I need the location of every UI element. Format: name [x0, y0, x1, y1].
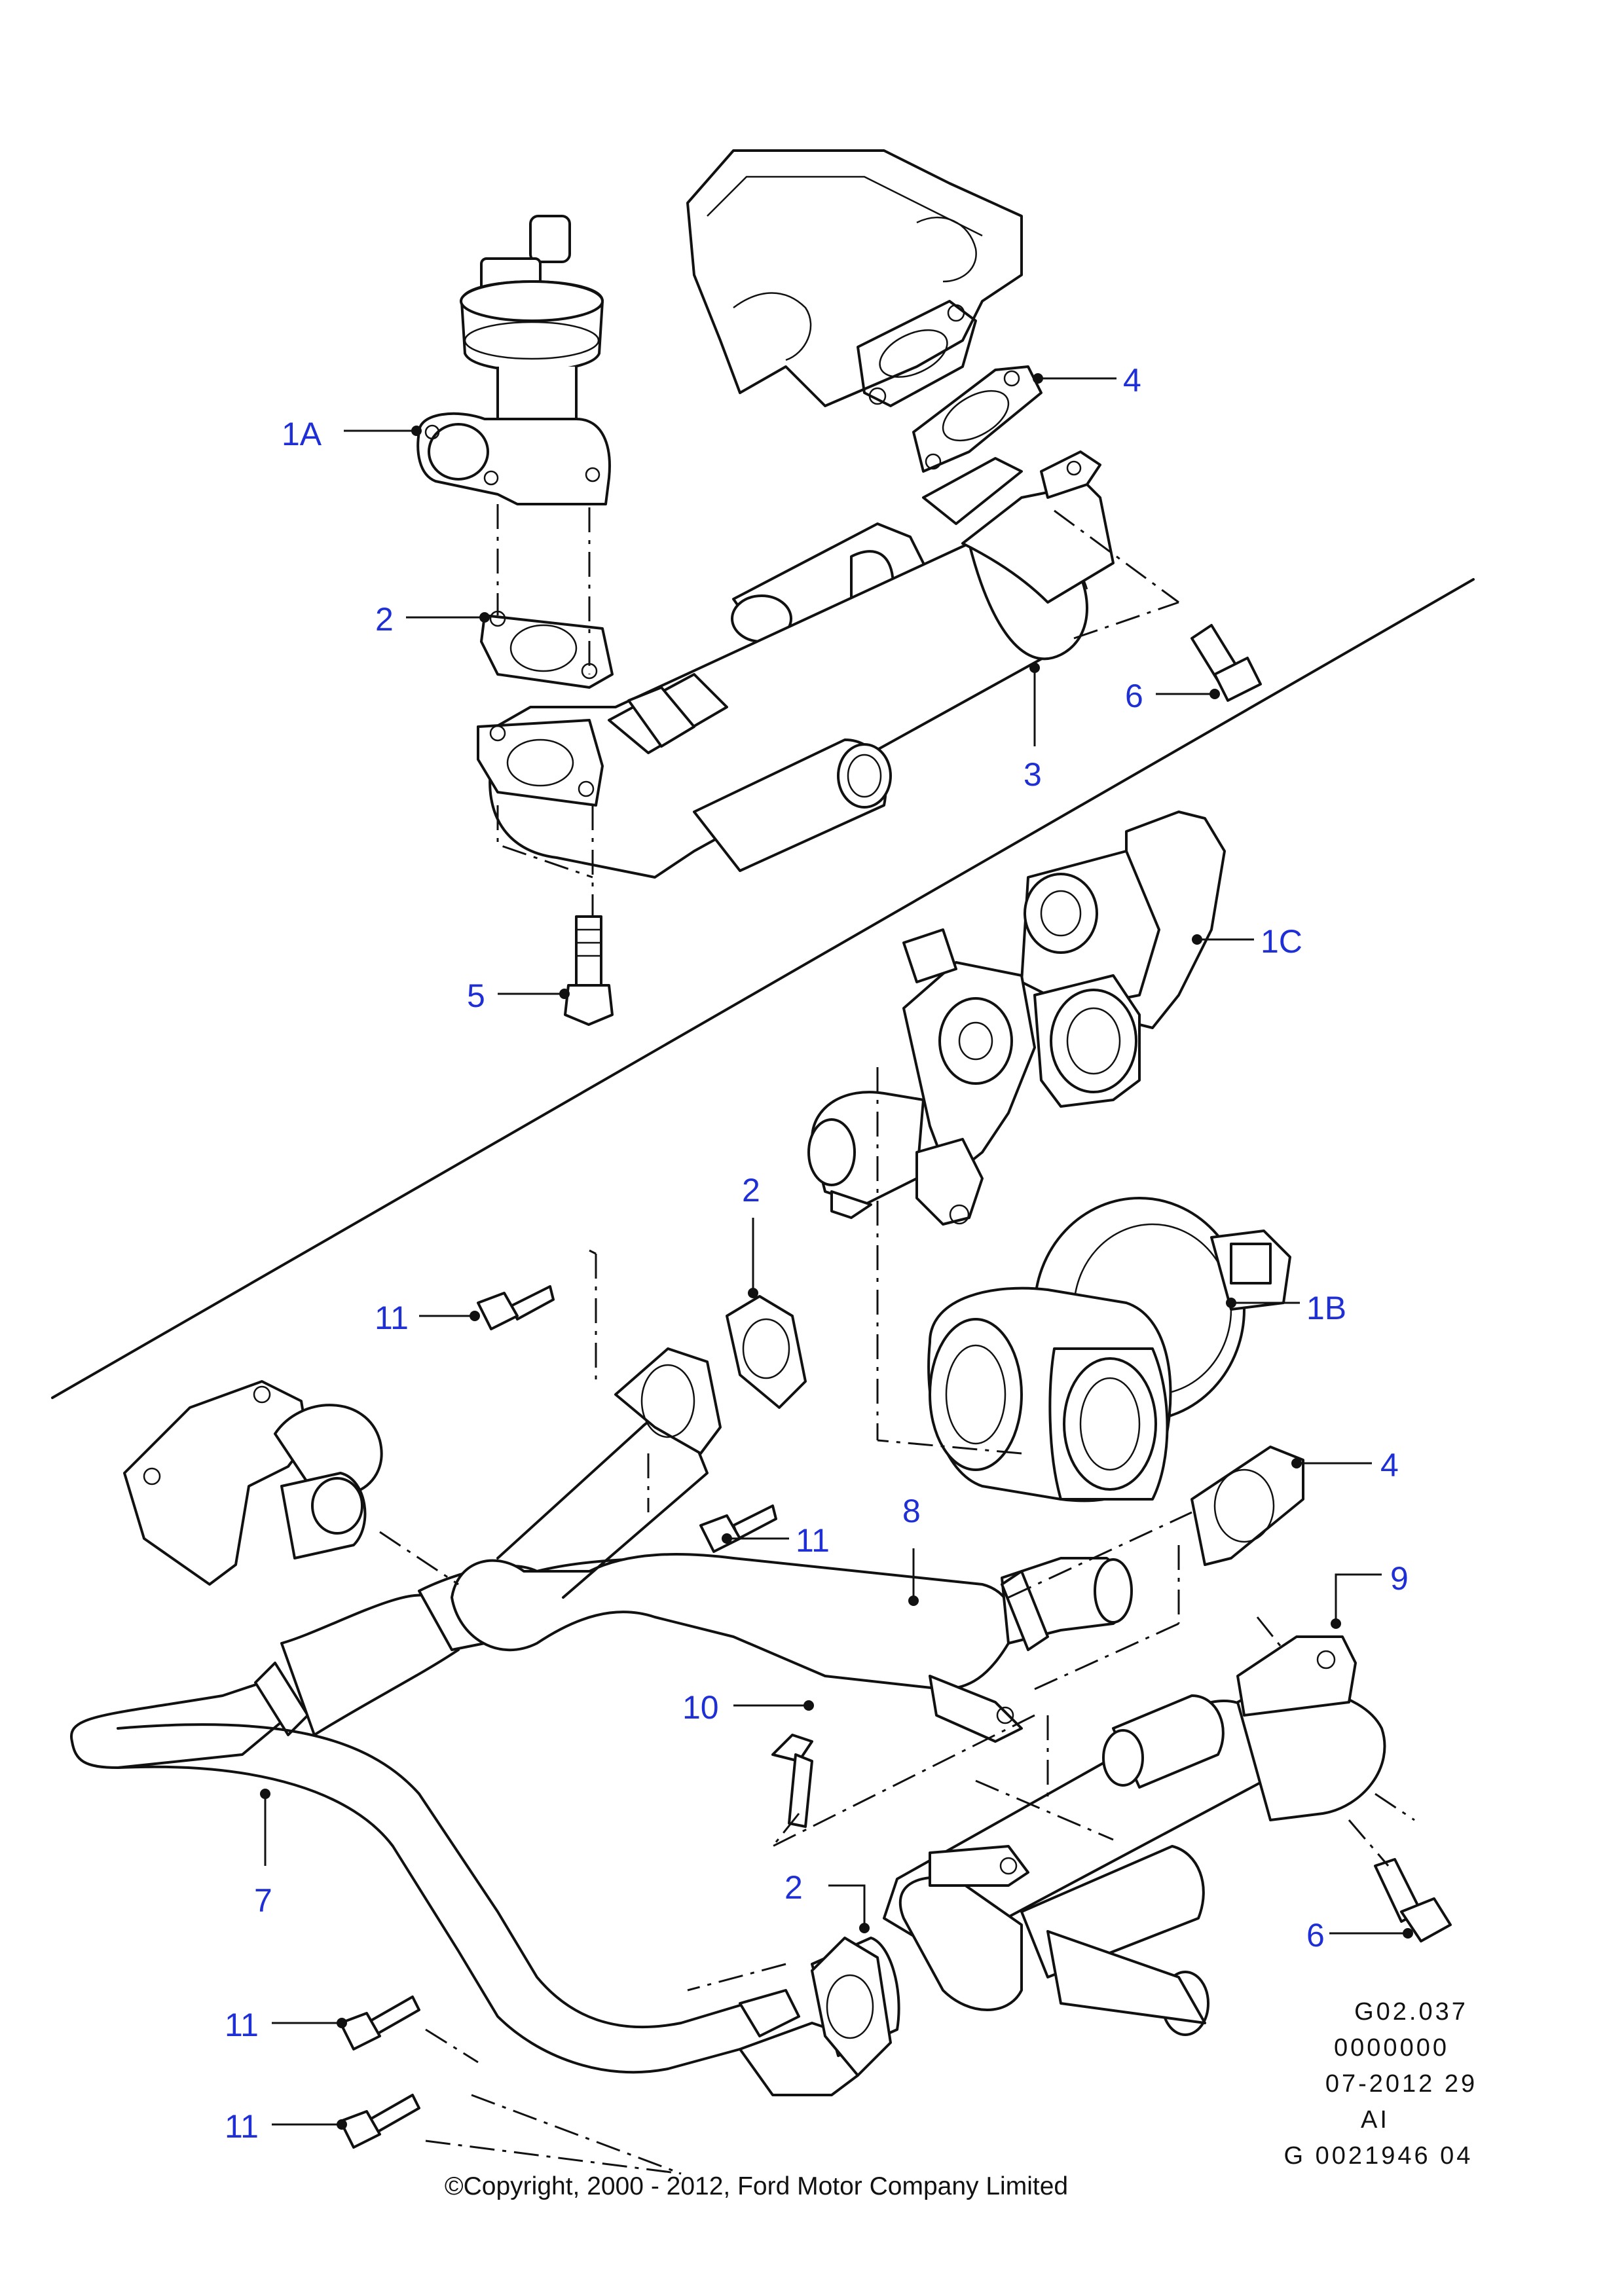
svg-text:9: 9 [1390, 1560, 1409, 1597]
callout-2-upper: 2 [375, 601, 490, 638]
callout-4-upper: 4 [1033, 362, 1141, 399]
svg-text:3: 3 [1024, 756, 1042, 793]
part-2-gasket-upper [480, 610, 614, 689]
svg-text:4: 4 [1123, 362, 1141, 399]
svg-text:6: 6 [1125, 678, 1143, 714]
part-1B-egr-valve [927, 1197, 1291, 1503]
svg-text:1C: 1C [1261, 923, 1302, 960]
callout-11-a: 11 [375, 1300, 480, 1336]
callout-9: 9 [1331, 1560, 1409, 1629]
reference-code-block: G02.037 0000000 07-2012 29 AI G 0021946 … [1284, 1998, 1477, 2170]
assembly-lines-lower [379, 1067, 1415, 2175]
part-9-egr-cooler-lower [811, 1635, 1386, 2057]
callout-7: 7 [254, 1789, 272, 1919]
part-6-bolt-upper [1190, 624, 1262, 702]
ref-line-5: G 0021946 04 [1284, 2142, 1473, 2170]
svg-text:11: 11 [375, 1300, 409, 1336]
assembly-lines-upper [496, 504, 1179, 917]
thermostat-housing-drawing [123, 1380, 383, 1586]
callout-1C: 1C [1192, 923, 1302, 960]
callout-4-lower: 4 [1291, 1447, 1399, 1484]
svg-text:1A: 1A [282, 416, 322, 452]
part-11-bolt-a [477, 1285, 555, 1330]
part-2-gasket-middle [726, 1295, 807, 1409]
svg-text:8: 8 [902, 1493, 921, 1529]
callout-6-lower: 6 [1306, 1917, 1413, 1954]
ref-line-3: 07-2012 29 [1325, 2070, 1477, 2098]
callout-6-upper: 6 [1125, 678, 1220, 714]
callout-1B: 1B [1226, 1290, 1346, 1326]
svg-text:7: 7 [254, 1882, 272, 1919]
callout-5: 5 [467, 977, 570, 1014]
ref-line-1: G02.037 [1354, 1998, 1468, 2026]
svg-text:11: 11 [796, 1522, 830, 1559]
ref-line-2: 0000000 [1334, 2034, 1449, 2062]
callout-10: 10 [682, 1689, 814, 1726]
callout-8: 8 [902, 1493, 921, 1606]
part-1A-egr-valve [416, 215, 611, 505]
part-2-gasket-lower [811, 1937, 892, 2077]
svg-text:2: 2 [784, 1869, 803, 1906]
part-5-bolt [564, 915, 614, 1026]
copyright-text: ©Copyright, 2000 - 2012, Ford Motor Comp… [445, 2172, 1068, 2200]
svg-text:11: 11 [225, 2007, 259, 2043]
part-4-gasket-lower [1190, 1446, 1304, 1566]
part-11-bolt-b [699, 1504, 777, 1553]
part-8-pipe [451, 1347, 1133, 1743]
ref-line-4: AI [1361, 2106, 1390, 2134]
part-4-gasket-upper [912, 365, 1043, 473]
svg-text:2: 2 [375, 601, 394, 638]
svg-text:1B: 1B [1306, 1290, 1346, 1326]
svg-text:11: 11 [225, 2108, 259, 2145]
svg-text:10: 10 [682, 1689, 719, 1726]
callout-1A: 1A [282, 416, 422, 452]
callout-2-middle: 2 [742, 1172, 760, 1298]
part-6-bolt-lower [1374, 1858, 1452, 1942]
callout-11-c: 11 [225, 2007, 347, 2043]
callout-3: 3 [1024, 663, 1042, 793]
svg-text:4: 4 [1380, 1447, 1399, 1484]
part-11-bolt-c [339, 1995, 420, 2050]
part-1C-electric-egr-valve [807, 811, 1226, 1226]
section-divider-line [51, 578, 1475, 1399]
part-10-bolt [771, 1734, 813, 1828]
part-11-bolt-d [339, 2094, 420, 2149]
svg-text:6: 6 [1306, 1917, 1325, 1954]
exhaust-manifold-drawing [686, 149, 1023, 407]
svg-text:2: 2 [742, 1172, 760, 1209]
svg-text:5: 5 [467, 977, 485, 1014]
callout-11-b: 11 [722, 1522, 830, 1559]
callout-11-d: 11 [225, 2108, 347, 2145]
callout-2-lower: 2 [784, 1869, 870, 1933]
part-3-egr-cooler [477, 450, 1115, 879]
